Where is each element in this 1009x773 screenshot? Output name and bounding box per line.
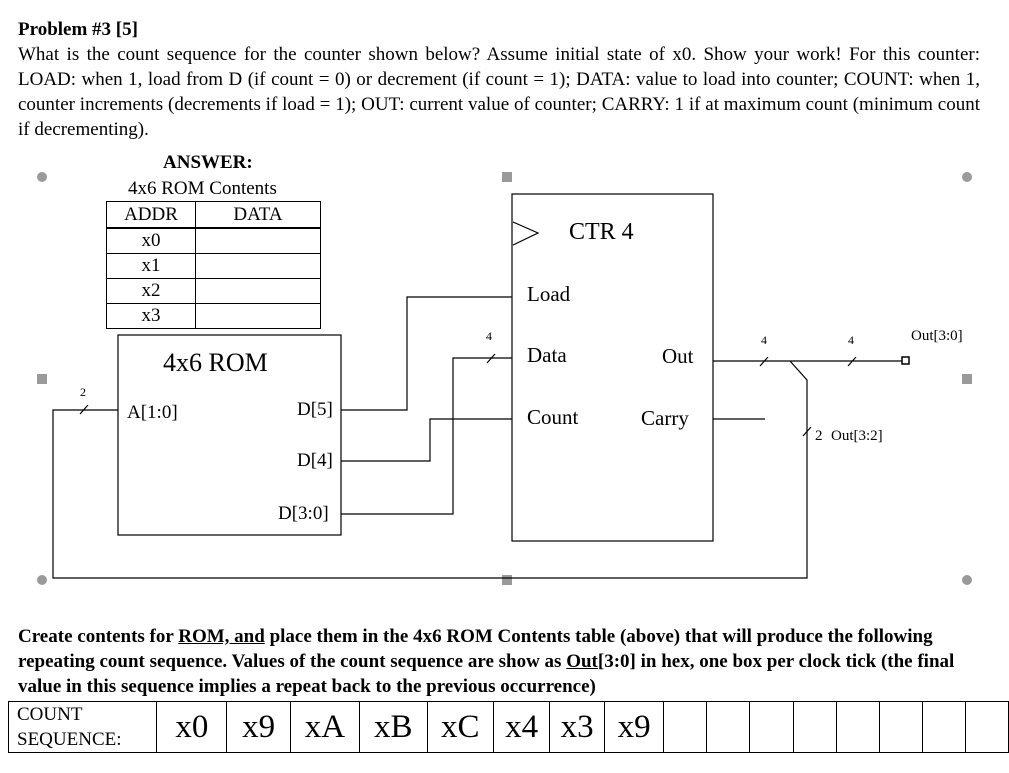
selection-handles[interactable] <box>37 172 972 585</box>
output-terminal-icon <box>901 356 910 365</box>
sequence-cell[interactable]: xA <box>289 701 361 753</box>
handle-mid-left[interactable] <box>37 374 47 384</box>
bus-width-out1: 4 <box>761 333 767 347</box>
bus-slash-feedback <box>802 426 812 437</box>
rom-table-row: x2 <box>106 278 321 304</box>
sequence-cell[interactable]: x9 <box>603 701 665 753</box>
rom-header-addr: ADDR <box>106 201 196 229</box>
handle-bottom-left[interactable] <box>37 575 47 585</box>
counter-carry-pin: Carry <box>641 406 689 430</box>
counter-count-pin: Count <box>527 405 579 429</box>
wire-d5-to-load <box>341 296 512 411</box>
wires <box>52 296 903 579</box>
sequence-cell[interactable]: x3 <box>549 701 605 753</box>
counter-block <box>511 193 714 542</box>
clock-triangle-icon <box>512 221 540 246</box>
feedback-signal-label: Out[3:2] <box>831 428 883 444</box>
rom-table-caption: 4x6 ROM Contents <box>128 178 277 199</box>
counter-out-pin: Out <box>662 344 694 368</box>
rom-pin-d5: D[5] <box>297 399 333 420</box>
rom-table-row: x3 <box>106 303 321 329</box>
counter-data-pin: Data <box>527 343 567 367</box>
sequence-cell[interactable] <box>878 701 923 753</box>
sequence-cell[interactable] <box>835 701 880 753</box>
count-sequence-row: COUNT SEQUENCE: x0 x9 xA xB xC x4 x3 x9 <box>7 701 1009 753</box>
count-sequence-label: COUNT SEQUENCE: <box>7 701 158 753</box>
instructions-text: [3:0] in hex, one box per clock tick (th… <box>18 651 955 697</box>
rom-contents-table: ADDR DATA x0 x1 x2 x3 <box>106 201 321 329</box>
sequence-cell[interactable] <box>749 701 794 753</box>
sequence-cell[interactable] <box>706 701 751 753</box>
rom-addr-pin: A[1:0] <box>127 402 178 423</box>
bus-slash-addr <box>79 404 89 415</box>
answer-label: ANSWER: <box>163 152 253 173</box>
bus-width-feedback: 2 <box>815 428 823 444</box>
handle-bottom-right[interactable] <box>962 575 972 585</box>
handle-bottom-mid[interactable] <box>502 575 512 585</box>
sequence-cell[interactable]: xB <box>359 701 428 753</box>
sequence-cell[interactable]: x9 <box>226 701 291 753</box>
wire-d4-to-count <box>341 418 512 462</box>
bus-slash-out1 <box>759 356 769 367</box>
wire-feedback <box>52 360 808 579</box>
problem-body: What is the count sequence for the count… <box>18 44 980 140</box>
handle-mid-right[interactable] <box>962 374 972 384</box>
instructions-text: place them in the 4x6 ROM Contents table… <box>18 626 933 672</box>
handle-top-left[interactable] <box>37 172 47 182</box>
out-signal-label: Out[3:0] <box>911 328 963 344</box>
rom-block <box>117 334 342 536</box>
sequence-cell[interactable]: xC <box>426 701 494 753</box>
bus-width-addr: 2 <box>80 385 86 399</box>
instructions-text: Create contents for <box>18 626 179 647</box>
rom-table-header-row: ADDR DATA <box>106 201 321 229</box>
sequence-cell[interactable]: x4 <box>492 701 551 753</box>
bus-slash-data <box>486 353 496 364</box>
rom-title: 4x6 ROM <box>163 348 268 377</box>
rom-header-data: DATA <box>195 201 321 229</box>
rom-addr-cell: x3 <box>106 303 196 329</box>
sequence-cell[interactable] <box>663 701 708 753</box>
bus-width-out2: 4 <box>848 333 854 347</box>
instructions: Create contents for ROM, and place them … <box>18 624 983 699</box>
sequence-cell[interactable] <box>921 701 966 753</box>
instructions-out-reference: Out <box>566 651 598 672</box>
bus-width-data: 4 <box>486 329 492 343</box>
instructions-underlined-text: ROM, and <box>178 626 265 647</box>
wire-d3-0-to-data <box>341 357 512 515</box>
count-sequence-table: COUNT SEQUENCE: x0 x9 xA xB xC x4 x3 x9 <box>7 701 1009 753</box>
handle-top-right[interactable] <box>962 172 972 182</box>
rom-data-cell[interactable] <box>195 278 321 304</box>
sequence-cell[interactable]: x0 <box>156 701 228 753</box>
rom-data-cell[interactable] <box>195 303 321 329</box>
bus-slash-out2 <box>847 356 857 367</box>
sequence-cell[interactable] <box>792 701 837 753</box>
rom-pin-d3-0: D[3:0] <box>278 503 329 524</box>
problem-title: Problem #3 [5] <box>18 19 138 40</box>
counter-title: CTR 4 <box>569 219 634 245</box>
sequence-cell[interactable] <box>964 701 1009 753</box>
handle-top-mid[interactable] <box>502 172 512 182</box>
rom-pin-d4: D[4] <box>297 450 333 471</box>
counter-load-pin: Load <box>527 282 571 306</box>
